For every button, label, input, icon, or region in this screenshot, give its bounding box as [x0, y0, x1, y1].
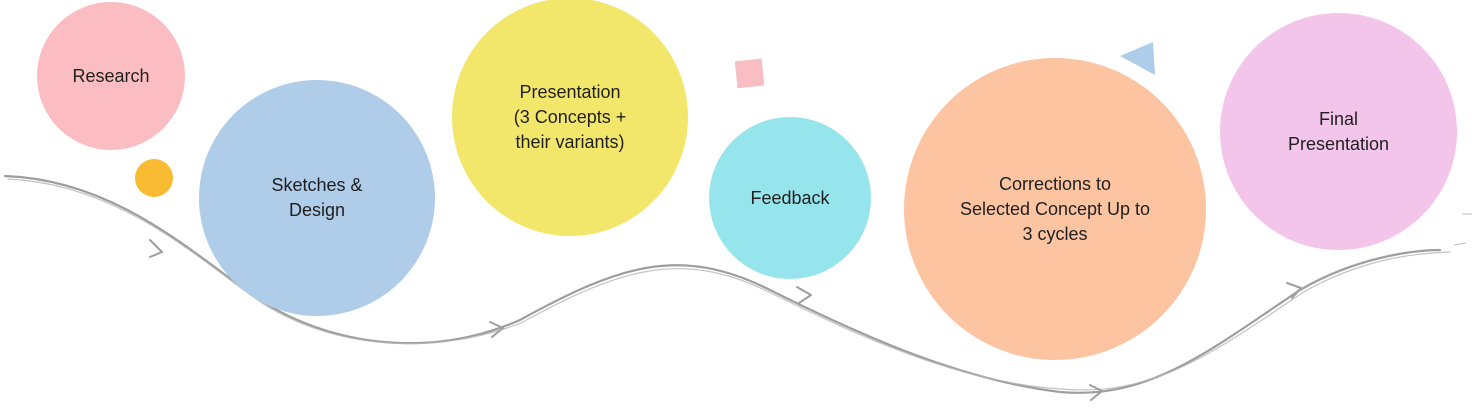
arrowhead-icon — [1286, 282, 1302, 299]
decorative-square — [734, 58, 765, 89]
step-label: Feedback — [750, 187, 830, 208]
step-presentation: Presentation (3 Concepts + their variant… — [452, 0, 688, 236]
step-research: Research — [37, 2, 185, 150]
step-sketches-design: Sketches & Design — [199, 80, 435, 316]
step-feedback: Feedback — [709, 117, 871, 279]
step-label: Research — [72, 65, 150, 86]
decorative-dot — [135, 159, 173, 197]
decorative-triangle — [1120, 42, 1155, 75]
path-dash — [1453, 242, 1467, 246]
arrowhead-icon — [489, 321, 504, 338]
arrowhead-icon — [149, 239, 163, 258]
step-final-presentation: Final Presentation — [1220, 13, 1457, 250]
step-label: Final Presentation — [1287, 108, 1390, 154]
arrowhead-icon — [1089, 384, 1103, 401]
arrowhead-icon — [796, 286, 812, 304]
step-label: Sketches & Design — [271, 175, 363, 220]
step-corrections: Corrections to Selected Concept Up to 3 … — [904, 58, 1206, 360]
step-label: Corrections to Selected Concept Up to 3 … — [959, 173, 1151, 244]
step-label: Presentation (3 Concepts + their variant… — [513, 81, 627, 152]
